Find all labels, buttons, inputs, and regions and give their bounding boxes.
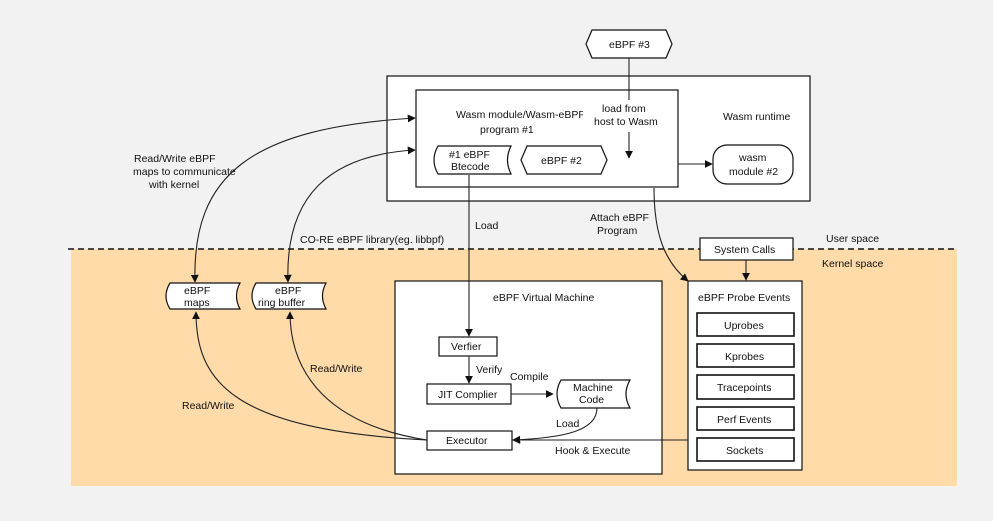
ebpf-maps-node xyxy=(165,282,242,310)
wasm-module-1-label: Wasm module/Wasm-eBPF xyxy=(456,109,585,121)
ebpf-2-hexagon xyxy=(520,145,608,175)
core-library-label: CO-RE eBPF library(eg. libbpf) xyxy=(300,234,444,246)
ebpf-2-label: eBPF #2 xyxy=(541,155,582,167)
arrow-attach-program xyxy=(653,187,689,282)
load-from-host-label-2: host to Wasm xyxy=(594,116,658,128)
ebpf-3-label: eBPF #3 xyxy=(609,39,650,51)
ring-buffer-label: eBPF xyxy=(275,285,301,297)
attach-program-label-2: Program xyxy=(597,225,638,237)
wasm-module-2-label: wasm xyxy=(738,152,767,164)
read-write-label-2: Read/Write xyxy=(310,363,362,375)
probe-events-title: eBPF Probe Events xyxy=(698,292,790,304)
arrow-executor-to-maps xyxy=(192,311,428,441)
ebpf-3-hexagon xyxy=(585,29,673,59)
probe-event-label: Kprobes xyxy=(725,351,764,363)
probe-events-list: Uprobes Kprobes Tracepoints Perf Events … xyxy=(696,312,795,462)
ebpf-ring-buffer-node xyxy=(251,282,328,310)
load-from-host-label: load from xyxy=(602,103,646,115)
rw-maps-label-3: with kernel xyxy=(148,179,199,191)
rw-maps-label: Read/Write eBPF xyxy=(134,153,216,165)
vm-load-label: Load xyxy=(556,418,580,430)
wasm-module-2-label-2: module #2 xyxy=(729,166,778,178)
machine-code-label: Machine xyxy=(573,382,613,394)
ring-buffer-label-2: ring buffer xyxy=(258,297,306,309)
wasm-module-1-label-2: program #1 xyxy=(480,124,534,136)
compile-label: Compile xyxy=(510,371,549,383)
rw-maps-label-2: maps to communicate xyxy=(133,166,236,178)
machine-code-label-2: Code xyxy=(579,394,604,406)
probe-event-label: Tracepoints xyxy=(717,382,771,394)
verifier-label: Verfier xyxy=(451,341,482,353)
ebpf-bytecode-1-label-2: Btecode xyxy=(451,161,490,173)
executor-label: Executor xyxy=(446,435,488,447)
jit-compiler-label: JIT Complier xyxy=(438,389,498,401)
load-label: Load xyxy=(475,220,499,232)
hook-execute-label: Hook & Execute xyxy=(555,445,630,457)
wasm-runtime-label: Wasm runtime xyxy=(723,111,790,123)
ebpf-maps-label: eBPF xyxy=(184,285,210,297)
probe-event-label: Uprobes xyxy=(724,320,764,332)
arrow-executor-to-ring-buffer xyxy=(286,311,428,441)
ebpf-bytecode-1-node xyxy=(433,145,512,175)
ebpf-maps-label-2: maps xyxy=(184,297,210,309)
attach-program-label: Attach eBPF xyxy=(590,212,649,224)
system-calls-label: System Calls xyxy=(714,244,775,256)
verifier-node xyxy=(438,336,498,357)
user-space-label: User space xyxy=(826,233,879,245)
arrow-wasm-maps xyxy=(190,114,416,283)
probe-event-label: Perf Events xyxy=(717,414,771,426)
executor-node xyxy=(426,430,513,451)
ebpf-vm-title: eBPF Virtual Machine xyxy=(493,292,595,304)
arrow-wasm-ring-buffer xyxy=(283,146,416,283)
kernel-space-label: Kernel space xyxy=(822,258,883,270)
connectors xyxy=(190,58,750,444)
verify-label: Verify xyxy=(476,364,503,376)
machine-code-node xyxy=(556,379,632,409)
ebpf-bytecode-1-label: #1 eBPF xyxy=(449,149,490,161)
wasm-module-2-node xyxy=(712,144,794,185)
read-write-label-1: Read/Write xyxy=(182,400,234,412)
probe-event-label: Sockets xyxy=(726,445,763,457)
arrow-machine-code-to-executor xyxy=(512,407,598,444)
